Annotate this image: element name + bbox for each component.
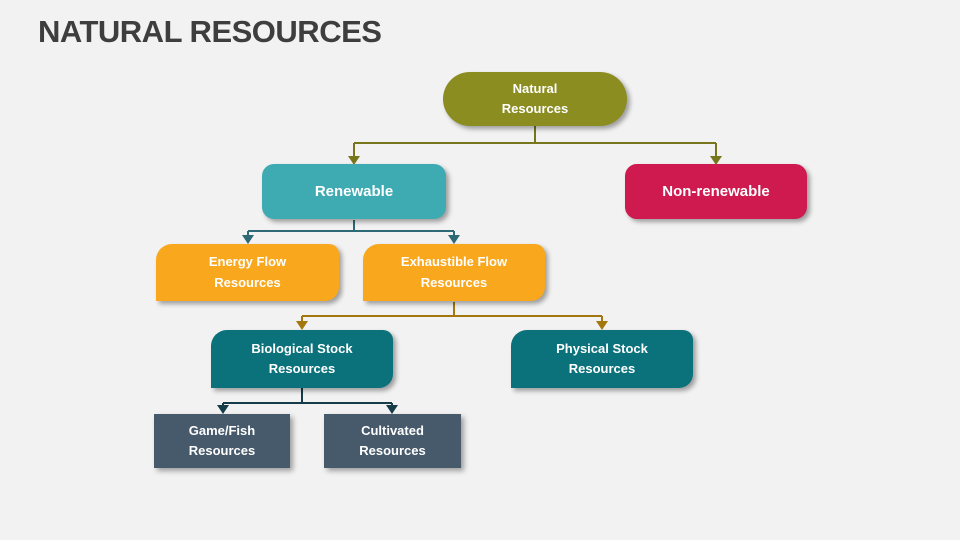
connector-root-to-level2 — [348, 126, 722, 165]
node-game-fish-resources: Game/Fish Resources — [154, 414, 290, 468]
node-exhaustible-flow-resources: Exhaustible Flow Resources — [363, 244, 545, 301]
node-physical-stock-label: Physical Stock Resources — [556, 340, 648, 376]
node-biological-stock-resources: Biological Stock Resources — [211, 330, 393, 388]
node-renewable: Renewable — [262, 164, 446, 219]
node-exhaustible-flow-label: Exhaustible Flow Resources — [400, 254, 508, 290]
node-game-fish-label: Game/Fish Resources — [188, 422, 256, 458]
connector-renewable-to-flows — [242, 220, 460, 244]
node-energy-flow-label: Energy Flow Resources — [208, 254, 287, 290]
node-natural-resources-label: Natural Resources — [501, 80, 569, 116]
node-physical-stock-resources: Physical Stock Resources — [511, 330, 693, 388]
connector-exhaustible-to-stocks — [296, 302, 608, 330]
node-non-renewable: Non-renewable — [625, 164, 807, 219]
node-cultivated-resources: Cultivated Resources — [324, 414, 461, 468]
node-biological-stock-label: Biological Stock Resources — [251, 340, 353, 376]
node-cultivated-label: Cultivated Resources — [359, 422, 426, 458]
node-natural-resources: Natural Resources — [443, 72, 627, 126]
page-title: NATURAL RESOURCES — [38, 14, 382, 49]
connector-biological-to-types — [217, 388, 398, 414]
node-energy-flow-resources: Energy Flow Resources — [156, 244, 339, 301]
node-non-renewable-label: Non-renewable — [662, 182, 770, 200]
node-renewable-label: Renewable — [314, 182, 394, 200]
